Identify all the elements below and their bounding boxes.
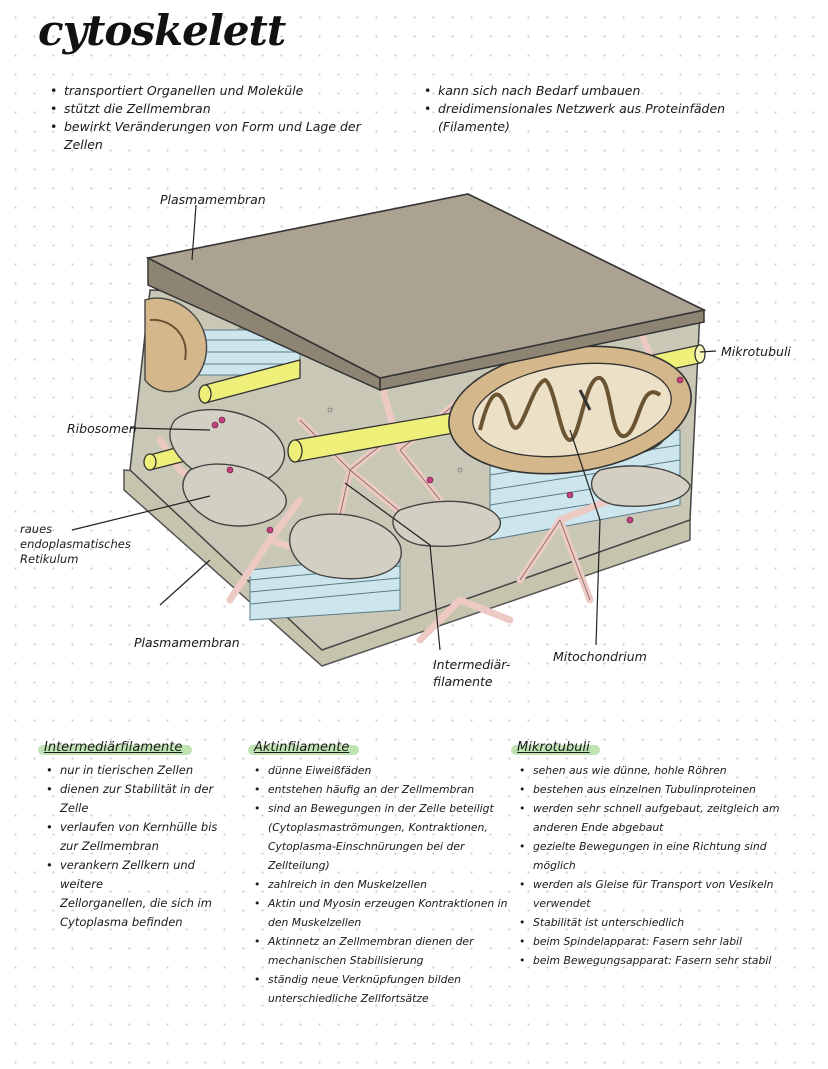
page-title: cytoskelett bbox=[38, 6, 286, 55]
label-line: endoplasmatisches bbox=[20, 537, 131, 551]
list-item: Stabilität ist unterschiedlich bbox=[519, 913, 823, 932]
list-item: sehen aus wie dünne, hohle Röhren bbox=[519, 761, 823, 780]
list-item: verwendet bbox=[533, 897, 591, 910]
label-raues-er: raues endoplasmatisches Retikulum bbox=[20, 522, 131, 567]
column-intermediaerfilamente: Intermediärfilamente nur in tierischen Z… bbox=[37, 738, 240, 932]
list-item: beim Bewegungsapparat: Fasern sehr stabi… bbox=[519, 951, 823, 970]
column-heading: Mikrotubuli bbox=[511, 738, 600, 757]
list-item: unterschiedliche Zellfortsätze bbox=[268, 992, 429, 1005]
label-ribosomen: Ribosomen bbox=[67, 421, 137, 436]
cytoskeleton-diagram bbox=[71, 193, 717, 667]
list-item: Zelle bbox=[60, 801, 89, 815]
intro-item: transportiert Organellen und Moleküle bbox=[50, 82, 380, 100]
list-item: entstehen häufig an der Zellmembran bbox=[254, 780, 512, 799]
intro-item: kann sich nach Bedarf umbauen bbox=[424, 82, 754, 100]
list-item: den Muskelzellen bbox=[268, 916, 362, 929]
column-mikrotubuli: Mikrotubuli sehen aus wie dünne, hohle R… bbox=[511, 738, 823, 970]
intro-item: stützt die Zellmembran bbox=[50, 100, 380, 118]
column-heading: Intermediärfilamente bbox=[37, 738, 193, 757]
column-list: nur in tierischen Zellen dienen zur Stab… bbox=[40, 761, 240, 932]
list-item: bestehen aus einzelnen Tubulinproteinen bbox=[519, 780, 823, 799]
list-item: zahlreich in den Muskelzellen bbox=[254, 875, 512, 894]
leader-lines bbox=[71, 204, 717, 651]
intro-list-right: kann sich nach Bedarf umbauen dreidimens… bbox=[424, 82, 754, 136]
list-item: werden als Gleise für Transport von Vesi… bbox=[519, 875, 823, 894]
list-item: Zellorganellen, die sich im bbox=[60, 896, 212, 910]
list-item: verankern Zellkern und weitere bbox=[46, 856, 240, 894]
list-item: beim Spindelapparat: Fasern sehr labil bbox=[519, 932, 823, 951]
column-list: dünne Eiweißfäden entstehen häufig an de… bbox=[250, 761, 512, 1008]
label-line: raues bbox=[20, 522, 53, 536]
mitochondrion-small bbox=[144, 297, 208, 393]
list-item: (Cytoplasmaströmungen, Kontraktionen, bbox=[268, 821, 488, 834]
label-line: Intermediär- bbox=[433, 657, 511, 672]
list-item: sind an Bewegungen in der Zelle beteilig… bbox=[254, 799, 512, 818]
list-item: werden sehr schnell aufgebaut, zeitgleic… bbox=[519, 799, 823, 818]
column-list: sehen aus wie dünne, hohle Röhren besteh… bbox=[513, 761, 823, 970]
list-item: nur in tierischen Zellen bbox=[46, 761, 240, 780]
list-item: ständig neue Verknüpfungen bilden bbox=[254, 970, 512, 989]
list-item: dünne Eiweißfäden bbox=[254, 761, 512, 780]
list-item: möglich bbox=[533, 859, 576, 872]
list-item: Aktin und Myosin erzeugen Kontraktionen … bbox=[254, 894, 512, 913]
intro-list-left: transportiert Organellen und Moleküle st… bbox=[50, 82, 380, 154]
intro-item: bewirkt Veränderungen von Form und Lage … bbox=[50, 118, 380, 154]
intro-item: (Filamente) bbox=[438, 119, 510, 134]
list-item: gezielte Bewegungen in eine Richtung sin… bbox=[519, 837, 823, 856]
label-plasmamembran-top: Plasmamembran bbox=[160, 192, 266, 207]
label-line: filamente bbox=[433, 674, 493, 689]
intro-item: dreidimensionales Netzwerk aus Proteinfä… bbox=[424, 100, 754, 118]
ribosomes bbox=[211, 376, 684, 534]
list-item: Aktinnetz an Zellmembran dienen der bbox=[254, 932, 512, 951]
label-mitochondrium: Mitochondrium bbox=[553, 649, 647, 664]
list-item: zur Zellmembran bbox=[60, 839, 159, 853]
list-item: anderen Ende abgebaut bbox=[533, 821, 664, 834]
label-intermediaerfilamente: Intermediär- filamente bbox=[433, 656, 510, 690]
list-item: mechanischen Stabilisierung bbox=[268, 954, 424, 967]
list-item: verlaufen von Kernhülle bis bbox=[46, 818, 240, 837]
column-aktinfilamente: Aktinfilamente dünne Eiweißfäden entsteh… bbox=[247, 738, 512, 1008]
label-mikrotubuli: Mikrotubuli bbox=[721, 344, 791, 359]
top-membrane bbox=[145, 193, 707, 379]
label-line: Retikulum bbox=[20, 552, 79, 566]
list-item: Cytoplasma-Einschnürungen bei der Zellte… bbox=[268, 840, 465, 872]
list-item: dienen zur Stabilität in der bbox=[46, 780, 240, 799]
column-heading: Aktinfilamente bbox=[247, 738, 360, 757]
list-item: Cytoplasma befinden bbox=[60, 915, 183, 929]
label-plasmamembran-bottom: Plasmamembran bbox=[134, 635, 240, 650]
